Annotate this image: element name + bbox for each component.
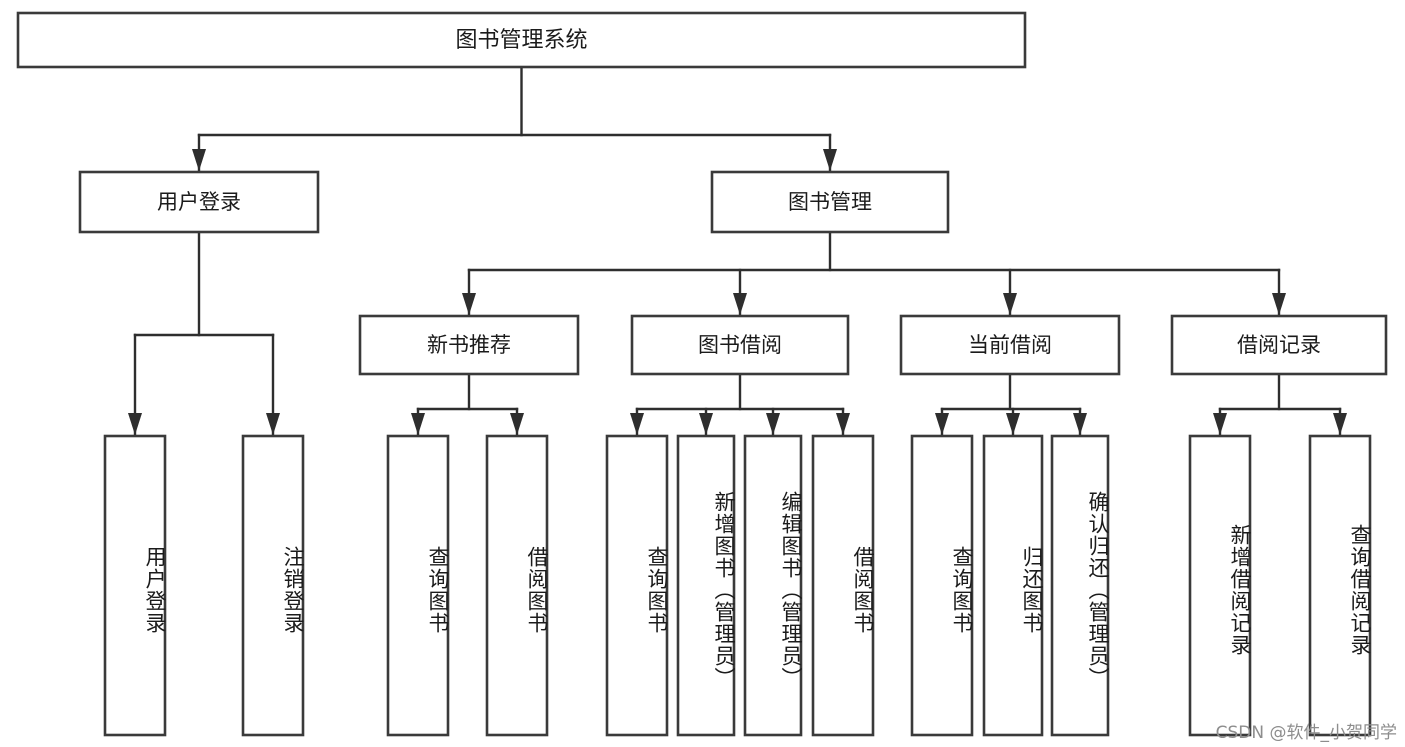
arrow-head-icon	[1003, 293, 1017, 315]
arrow-head-icon	[1333, 413, 1347, 435]
arrow-head-icon	[128, 413, 142, 435]
node-root-box[interactable]	[16, 11, 1027, 69]
node-user-login-box[interactable]	[78, 170, 320, 234]
node-leaf-user-login-box[interactable]	[103, 434, 167, 737]
node-current-borrow-label: 当前借阅	[968, 333, 1052, 357]
arrow-head-icon	[1272, 293, 1286, 315]
node-borrow-record-label: 借阅记录	[1237, 333, 1321, 357]
node-borrow-record-box[interactable]	[1170, 314, 1388, 376]
node-leaf-confirm-return-box[interactable]	[1050, 434, 1110, 737]
node-leaf-edit-book-box[interactable]	[743, 434, 803, 737]
node-root-label: 图书管理系统	[455, 28, 587, 53]
arrow-head-icon	[1073, 413, 1087, 435]
node-leaf-query-book-1-box[interactable]	[386, 434, 450, 737]
arrow-head-icon	[1006, 413, 1020, 435]
arrow-head-icon	[462, 293, 476, 315]
node-leaf-query-record-box[interactable]	[1308, 434, 1372, 737]
node-leaf-query-book-2-box[interactable]	[605, 434, 669, 737]
arrow-head-icon	[411, 413, 425, 435]
arrow-head-icon	[192, 149, 206, 171]
node-leaf-query-book-3-box[interactable]	[910, 434, 974, 737]
arrow-head-icon	[266, 413, 280, 435]
csdn-watermark: CSDN @软件_小贺同学	[1215, 723, 1397, 743]
node-leaf-borrow-book-1-box[interactable]	[485, 434, 549, 737]
arrow-head-icon	[733, 293, 747, 315]
arrow-head-icon	[1213, 413, 1227, 435]
arrow-head-icon	[836, 413, 850, 435]
node-current-borrow-box[interactable]	[899, 314, 1121, 376]
node-book-manage-label: 图书管理	[788, 190, 872, 214]
node-new-book-recommend-box[interactable]	[358, 314, 580, 376]
node-book-borrow-label: 图书借阅	[698, 333, 782, 357]
arrow-head-icon	[699, 413, 713, 435]
arrow-head-icon	[510, 413, 524, 435]
node-leaf-return-book-box[interactable]	[982, 434, 1044, 737]
node-book-borrow-box[interactable]	[630, 314, 850, 376]
node-leaf-add-book-box[interactable]	[676, 434, 736, 737]
node-leaf-borrow-book-2-box[interactable]	[811, 434, 875, 737]
node-leaf-user-logout-box[interactable]	[241, 434, 305, 737]
boxes-layer	[16, 11, 1388, 737]
node-user-login-label: 用户登录	[157, 190, 241, 214]
connectors-layer	[128, 65, 1347, 437]
node-leaf-add-record-box[interactable]	[1188, 434, 1252, 737]
node-new-book-recommend-label: 新书推荐	[427, 333, 511, 357]
arrow-head-icon	[630, 413, 644, 435]
arrow-head-icon	[823, 149, 837, 171]
arrow-head-icon	[935, 413, 949, 435]
arrow-head-icon	[766, 413, 780, 435]
node-book-manage-box[interactable]	[710, 170, 950, 234]
